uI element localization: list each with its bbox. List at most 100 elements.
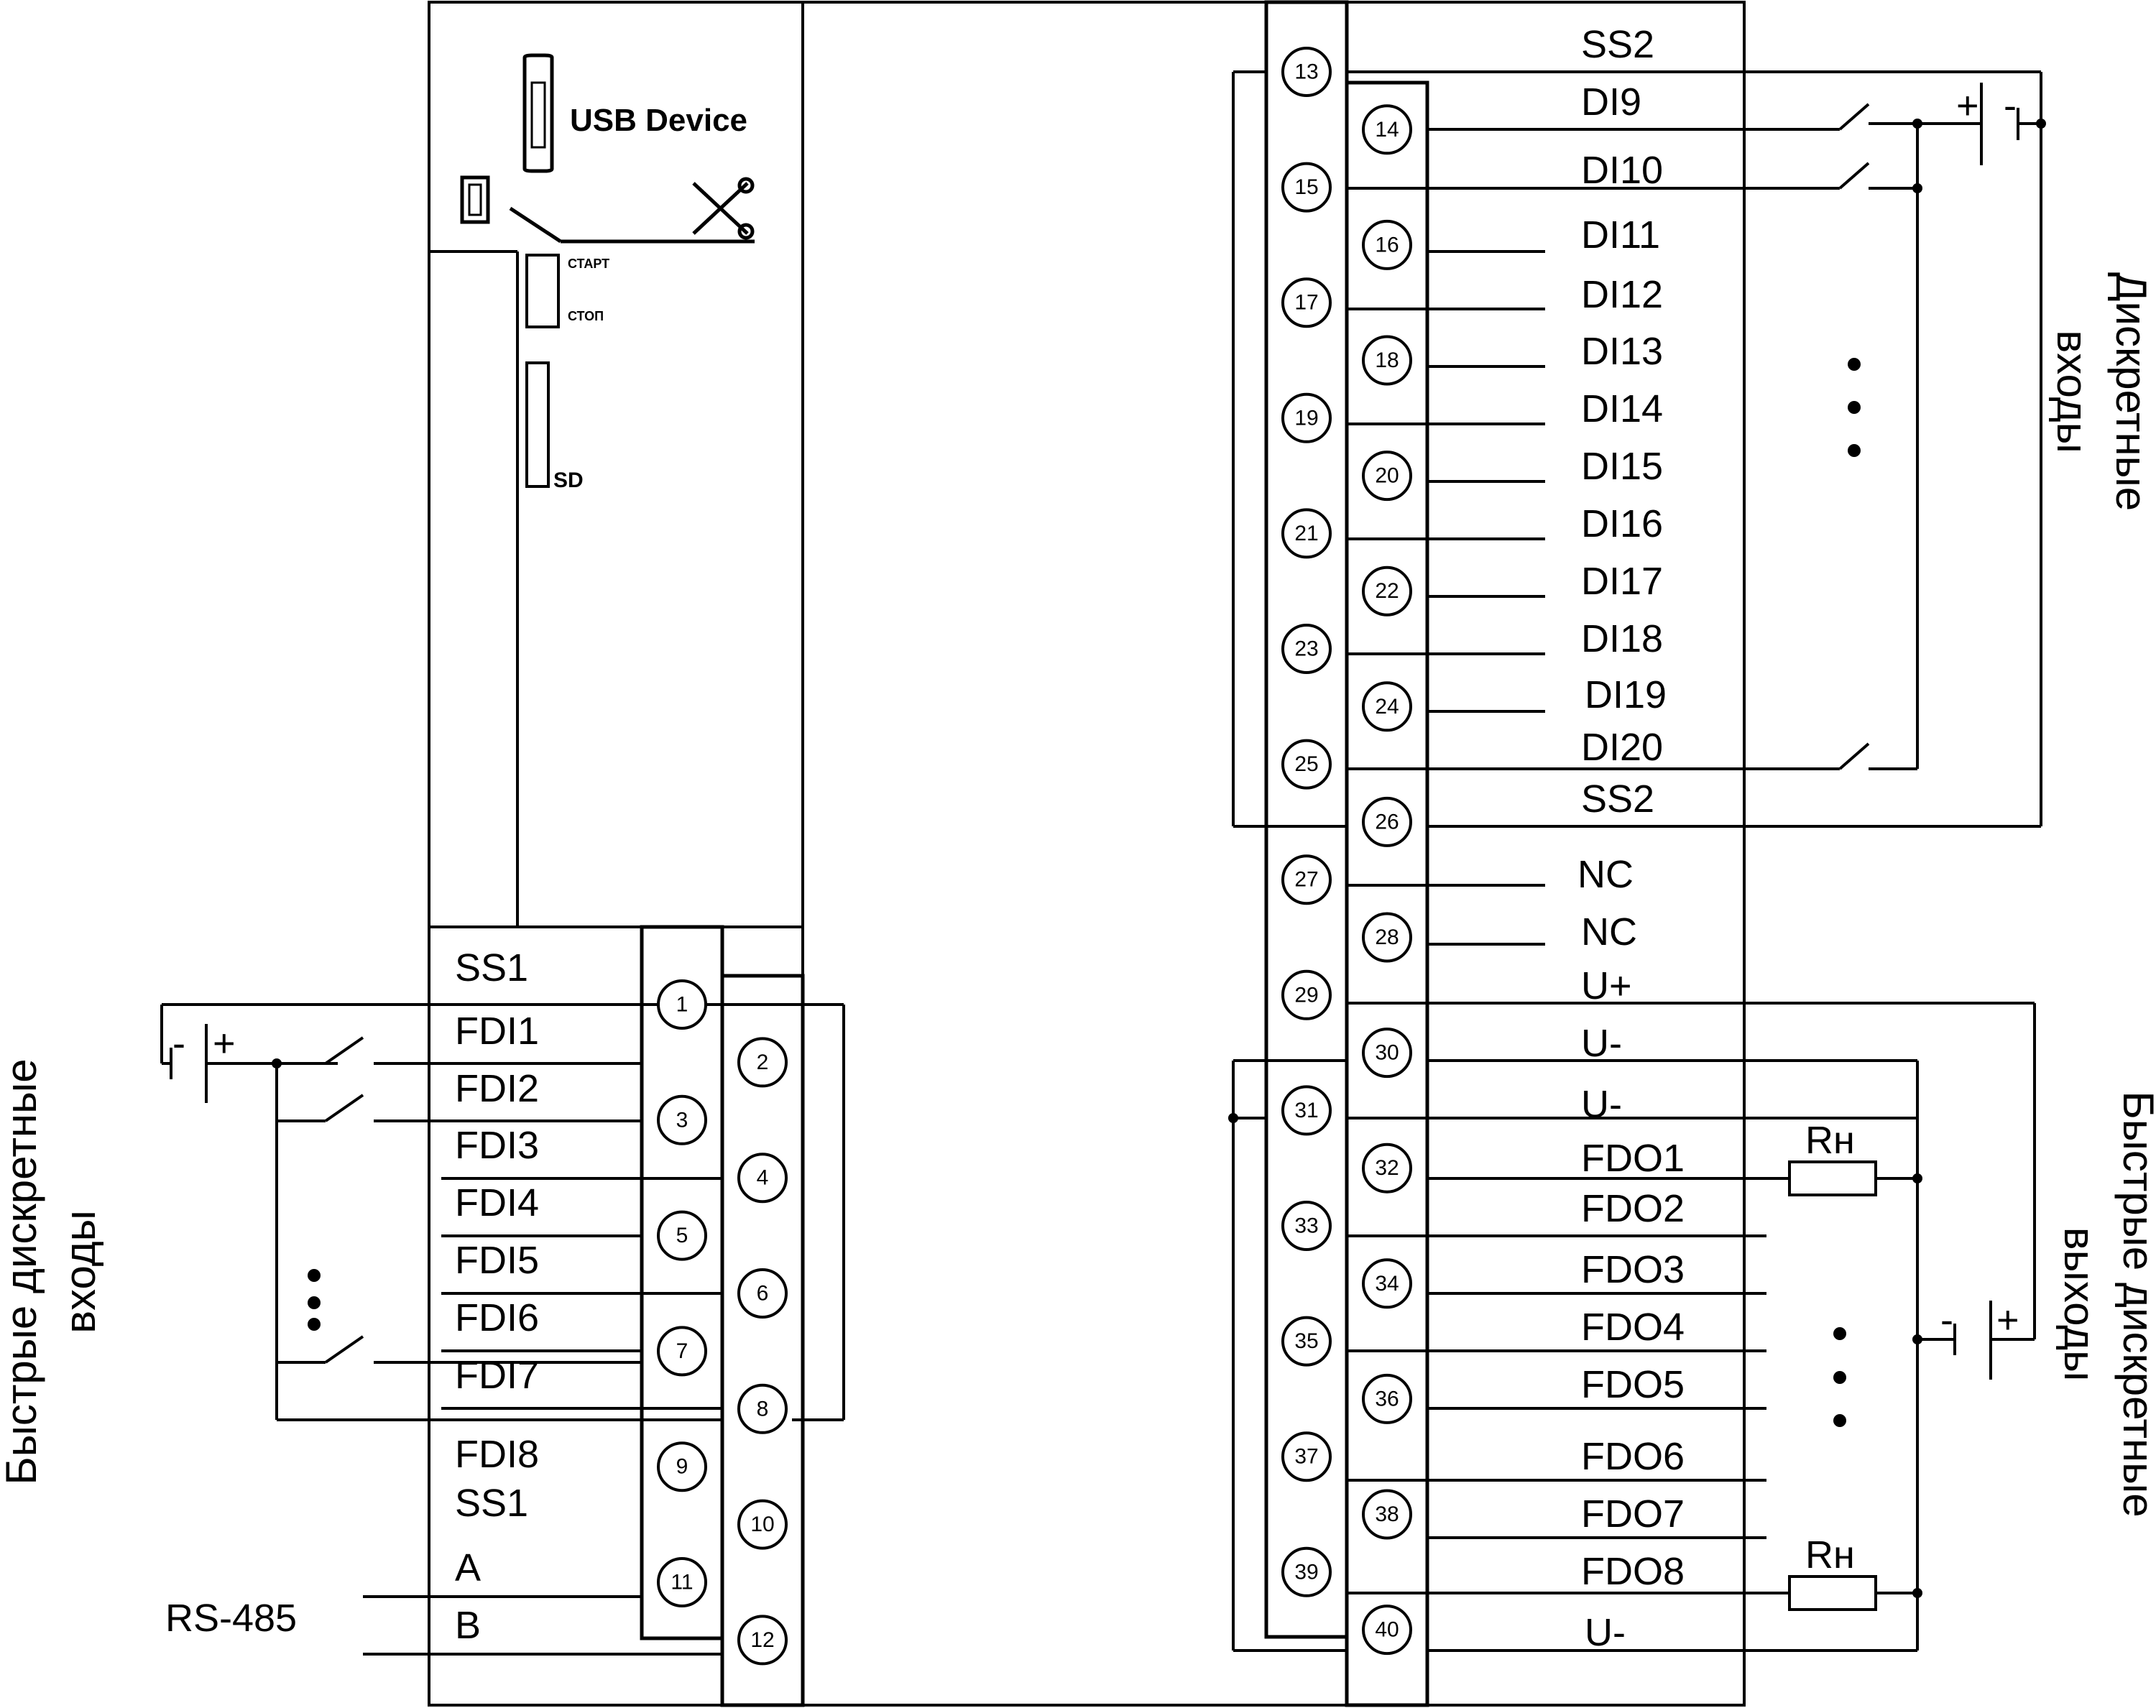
tools-icon bbox=[692, 177, 755, 240]
terminal-number-16: 16 bbox=[1375, 233, 1399, 257]
right-signal-label-18: U- bbox=[1581, 1022, 1622, 1065]
rs485-label: RS-485 bbox=[165, 1597, 297, 1640]
right-signal-label-10: DI17 bbox=[1581, 560, 1663, 603]
terminal-10: 10 bbox=[737, 1499, 788, 1550]
battery-plus-fdo: + bbox=[1996, 1298, 2019, 1342]
fdo-title-line2: выходы bbox=[2055, 1227, 2104, 1382]
terminal-29: 29 bbox=[1281, 969, 1332, 1020]
terminal-3: 3 bbox=[657, 1094, 707, 1145]
start-stop-switch bbox=[525, 254, 560, 328]
terminal-number-24: 24 bbox=[1375, 695, 1399, 719]
terminal-number-37: 37 bbox=[1294, 1445, 1318, 1469]
terminal-32: 32 bbox=[1362, 1142, 1412, 1194]
terminal-number-30: 30 bbox=[1375, 1041, 1399, 1065]
battery-plus-di: + bbox=[1956, 84, 1979, 127]
left-signal-label-5: FDI4 bbox=[455, 1181, 539, 1224]
load-resistor-2 bbox=[1788, 1575, 1877, 1611]
terminal-2: 2 bbox=[737, 1037, 788, 1088]
terminal-number-23: 23 bbox=[1294, 637, 1318, 661]
right-signal-label-19: U- bbox=[1581, 1083, 1622, 1126]
terminal-38: 38 bbox=[1362, 1489, 1412, 1540]
terminal-number-21: 21 bbox=[1294, 522, 1318, 545]
terminal-number-28: 28 bbox=[1375, 925, 1399, 949]
terminal-16: 16 bbox=[1362, 219, 1412, 270]
terminal-number-27: 27 bbox=[1294, 868, 1318, 892]
left-signal-label-1: SS1 bbox=[455, 946, 528, 989]
terminal-9: 9 bbox=[657, 1441, 707, 1492]
right-signal-label-9: DI16 bbox=[1581, 502, 1663, 545]
fast-di-title-line2: входы bbox=[56, 1210, 104, 1333]
right-signal-label-3: DI10 bbox=[1581, 149, 1663, 192]
left-signal-label-2: FDI1 bbox=[455, 1010, 539, 1053]
terminal-19: 19 bbox=[1281, 392, 1332, 443]
right-signal-label-1: SS2 bbox=[1581, 23, 1654, 66]
terminal-23: 23 bbox=[1281, 624, 1332, 674]
load-resistor-1 bbox=[1788, 1160, 1877, 1196]
terminal-number-12: 12 bbox=[750, 1628, 774, 1652]
terminal-number-1: 1 bbox=[676, 993, 688, 1017]
terminal-number-39: 39 bbox=[1294, 1560, 1318, 1584]
terminal-24: 24 bbox=[1362, 681, 1412, 732]
device-housing bbox=[428, 1, 1746, 1707]
right-signal-label-14: SS2 bbox=[1581, 777, 1654, 821]
terminal-number-11: 11 bbox=[671, 1571, 693, 1594]
terminal-strip-odd-right bbox=[1264, 0, 1349, 1639]
sd-card-slot bbox=[525, 361, 550, 488]
terminal-26: 26 bbox=[1362, 796, 1412, 847]
terminal-number-22: 22 bbox=[1375, 579, 1399, 603]
terminal-number-7: 7 bbox=[676, 1339, 688, 1363]
battery-minus-fdo: - bbox=[1940, 1298, 1953, 1342]
fdo-title-line1: Быстрые дискретные bbox=[2114, 1091, 2156, 1517]
left-signal-label-7: FDI6 bbox=[455, 1296, 539, 1339]
terminal-12: 12 bbox=[737, 1615, 788, 1666]
start-label: СТАРТ bbox=[568, 257, 609, 271]
terminal-17: 17 bbox=[1281, 277, 1332, 328]
di-title-line1: Дискретные bbox=[2107, 272, 2155, 511]
right-signal-label-17: U+ bbox=[1581, 964, 1632, 1007]
terminal-8: 8 bbox=[737, 1383, 788, 1434]
right-signal-label-23: FDO4 bbox=[1581, 1306, 1685, 1349]
terminal-number-3: 3 bbox=[676, 1108, 688, 1132]
stop-label: СТОП bbox=[568, 309, 604, 323]
left-signal-label-6: FDI5 bbox=[455, 1239, 539, 1282]
terminal-33: 33 bbox=[1281, 1201, 1332, 1251]
terminal-15: 15 bbox=[1281, 162, 1332, 213]
terminal-number-26: 26 bbox=[1375, 810, 1399, 834]
right-signal-label-24: FDO5 bbox=[1581, 1363, 1685, 1406]
terminal-36: 36 bbox=[1362, 1373, 1412, 1424]
terminal-35: 35 bbox=[1281, 1316, 1332, 1367]
terminal-1: 1 bbox=[657, 979, 707, 1030]
right-signal-label-28: U- bbox=[1585, 1611, 1626, 1654]
terminal-20: 20 bbox=[1362, 451, 1412, 502]
load-label-2: Rн bbox=[1805, 1533, 1855, 1577]
terminal-number-35: 35 bbox=[1294, 1329, 1318, 1353]
terminal-number-29: 29 bbox=[1294, 983, 1318, 1007]
terminal-31: 31 bbox=[1281, 1085, 1332, 1136]
terminal-18: 18 bbox=[1362, 335, 1412, 386]
battery-minus-left: - bbox=[172, 1022, 185, 1065]
terminal-strip-even-left bbox=[720, 974, 805, 1707]
terminal-22: 22 bbox=[1362, 566, 1412, 617]
right-signal-label-13: DI20 bbox=[1581, 726, 1663, 769]
right-signal-label-8: DI15 bbox=[1581, 445, 1663, 488]
terminal-27: 27 bbox=[1281, 854, 1332, 905]
right-signal-label-11: DI18 bbox=[1581, 617, 1663, 660]
terminal-number-8: 8 bbox=[757, 1397, 769, 1421]
right-signal-label-6: DI13 bbox=[1581, 330, 1663, 373]
terminal-40: 40 bbox=[1362, 1605, 1412, 1656]
right-signal-label-21: FDO2 bbox=[1581, 1187, 1685, 1230]
battery-plus-left: + bbox=[213, 1022, 236, 1065]
battery-minus-di: - bbox=[2004, 84, 2017, 127]
terminal-number-10: 10 bbox=[750, 1513, 774, 1536]
right-signal-label-25: FDO6 bbox=[1581, 1435, 1685, 1478]
left-signal-label-9: FDI8 bbox=[455, 1433, 539, 1476]
terminal-number-15: 15 bbox=[1294, 175, 1318, 199]
terminal-number-31: 31 bbox=[1294, 1099, 1318, 1122]
terminal-number-33: 33 bbox=[1294, 1214, 1318, 1238]
left-signal-label-10: SS1 bbox=[455, 1482, 528, 1525]
left-signal-label-8: FDI7 bbox=[455, 1354, 539, 1397]
terminal-25: 25 bbox=[1281, 739, 1332, 790]
right-signal-label-5: DI12 bbox=[1581, 273, 1663, 316]
terminal-number-4: 4 bbox=[757, 1166, 769, 1190]
